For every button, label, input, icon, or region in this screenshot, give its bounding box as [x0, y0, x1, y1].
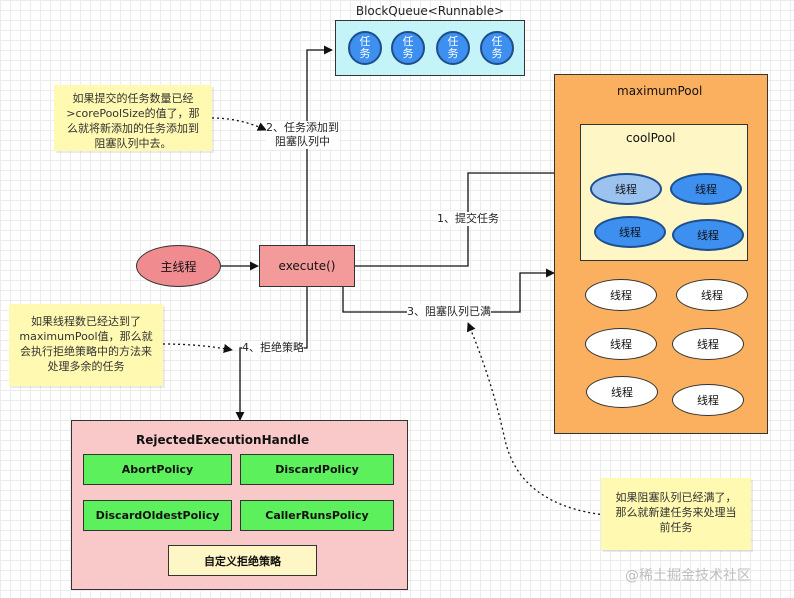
core-thread: 线程	[672, 219, 744, 251]
discard-policy: DiscardPolicy	[240, 454, 394, 485]
extra-thread: 线程	[585, 328, 657, 360]
note-queue-line: >corePoolSize的值了，那	[66, 107, 200, 120]
discard-oldest-policy: DiscardOldestPolicy	[83, 500, 232, 531]
execute-box: execute()	[259, 245, 355, 287]
label-add-to-queue: 2、任务添加到 阻塞队列中	[266, 121, 339, 149]
note-max-line: maximumPool值，那么就	[19, 330, 153, 343]
queue-task-label: 任务	[447, 35, 459, 60]
queue-task: 任务	[348, 31, 382, 65]
queue-task-label: 任务	[359, 35, 371, 60]
dotted-full-note	[466, 322, 606, 516]
note-max-line: 会执行拒绝策略中的方法来	[20, 345, 152, 358]
note-full-line: 那么就新建任务来处理当	[615, 506, 737, 519]
abort-policy: AbortPolicy	[83, 454, 232, 485]
queue-task-label: 任务	[491, 35, 503, 60]
note-full: 如果阻塞队列已经满了， 那么就新建任务来处理当 前任务	[601, 478, 751, 550]
label-add-to-queue-line: 阻塞队列中	[275, 135, 330, 148]
label-add-to-queue-line: 2、任务添加到	[266, 121, 339, 134]
core-pool-title: coolPool	[626, 131, 676, 145]
label-queue-full: 3、阻塞队列已满	[407, 305, 491, 319]
dotted-queue-note	[211, 117, 267, 131]
queue-task: 任务	[480, 31, 514, 65]
queue-task-label: 任务	[402, 35, 414, 60]
arrow-execute-to-maxpool	[342, 268, 555, 313]
label-reject: 4、拒绝策略	[242, 341, 304, 355]
note-full-line: 如果阻塞队列已经满了，	[615, 491, 737, 504]
extra-thread: 线程	[586, 376, 658, 408]
core-thread: 线程	[670, 173, 742, 205]
core-thread: 线程	[590, 173, 662, 205]
main-thread: 主线程	[136, 245, 221, 287]
note-max-line: 处理多余的任务	[47, 360, 125, 373]
note-queue: 如果提交的任务数量已经 >corePoolSize的值了，那 么就将新添加的任务…	[54, 85, 212, 151]
note-max-line: 如果线程数已经达到了	[31, 315, 141, 328]
custom-reject-policy: 自定义拒绝策略	[168, 545, 317, 576]
core-thread: 线程	[594, 216, 666, 248]
extra-thread: 线程	[585, 279, 657, 311]
note-queue-line: 阻塞队列中去。	[94, 137, 172, 150]
block-queue-title: BlockQueue<Runnable>	[355, 4, 505, 18]
extra-thread: 线程	[676, 279, 748, 311]
dotted-max-note	[162, 343, 233, 353]
maximum-pool-title: maximumPool	[617, 84, 703, 98]
note-queue-line: 如果提交的任务数量已经	[72, 92, 194, 105]
rejected-handler-title: RejectedExecutionHandle	[136, 433, 310, 447]
queue-task: 任务	[436, 31, 470, 65]
extra-thread: 线程	[672, 384, 744, 416]
note-full-line: 前任务	[659, 521, 693, 534]
queue-task: 任务	[391, 31, 425, 65]
caller-runs-policy: CallerRunsPolicy	[240, 500, 394, 531]
label-submit: 1、提交任务	[437, 212, 499, 226]
arrow-execute-to-queue	[306, 45, 333, 245]
note-max: 如果线程数已经达到了 maximumPool值，那么就 会执行拒绝策略中的方法来…	[9, 304, 163, 386]
watermark: @稀土掘金技术社区	[625, 568, 751, 584]
extra-thread: 线程	[672, 328, 744, 360]
note-queue-line: 么就将新添加的任务添加到	[67, 122, 199, 135]
